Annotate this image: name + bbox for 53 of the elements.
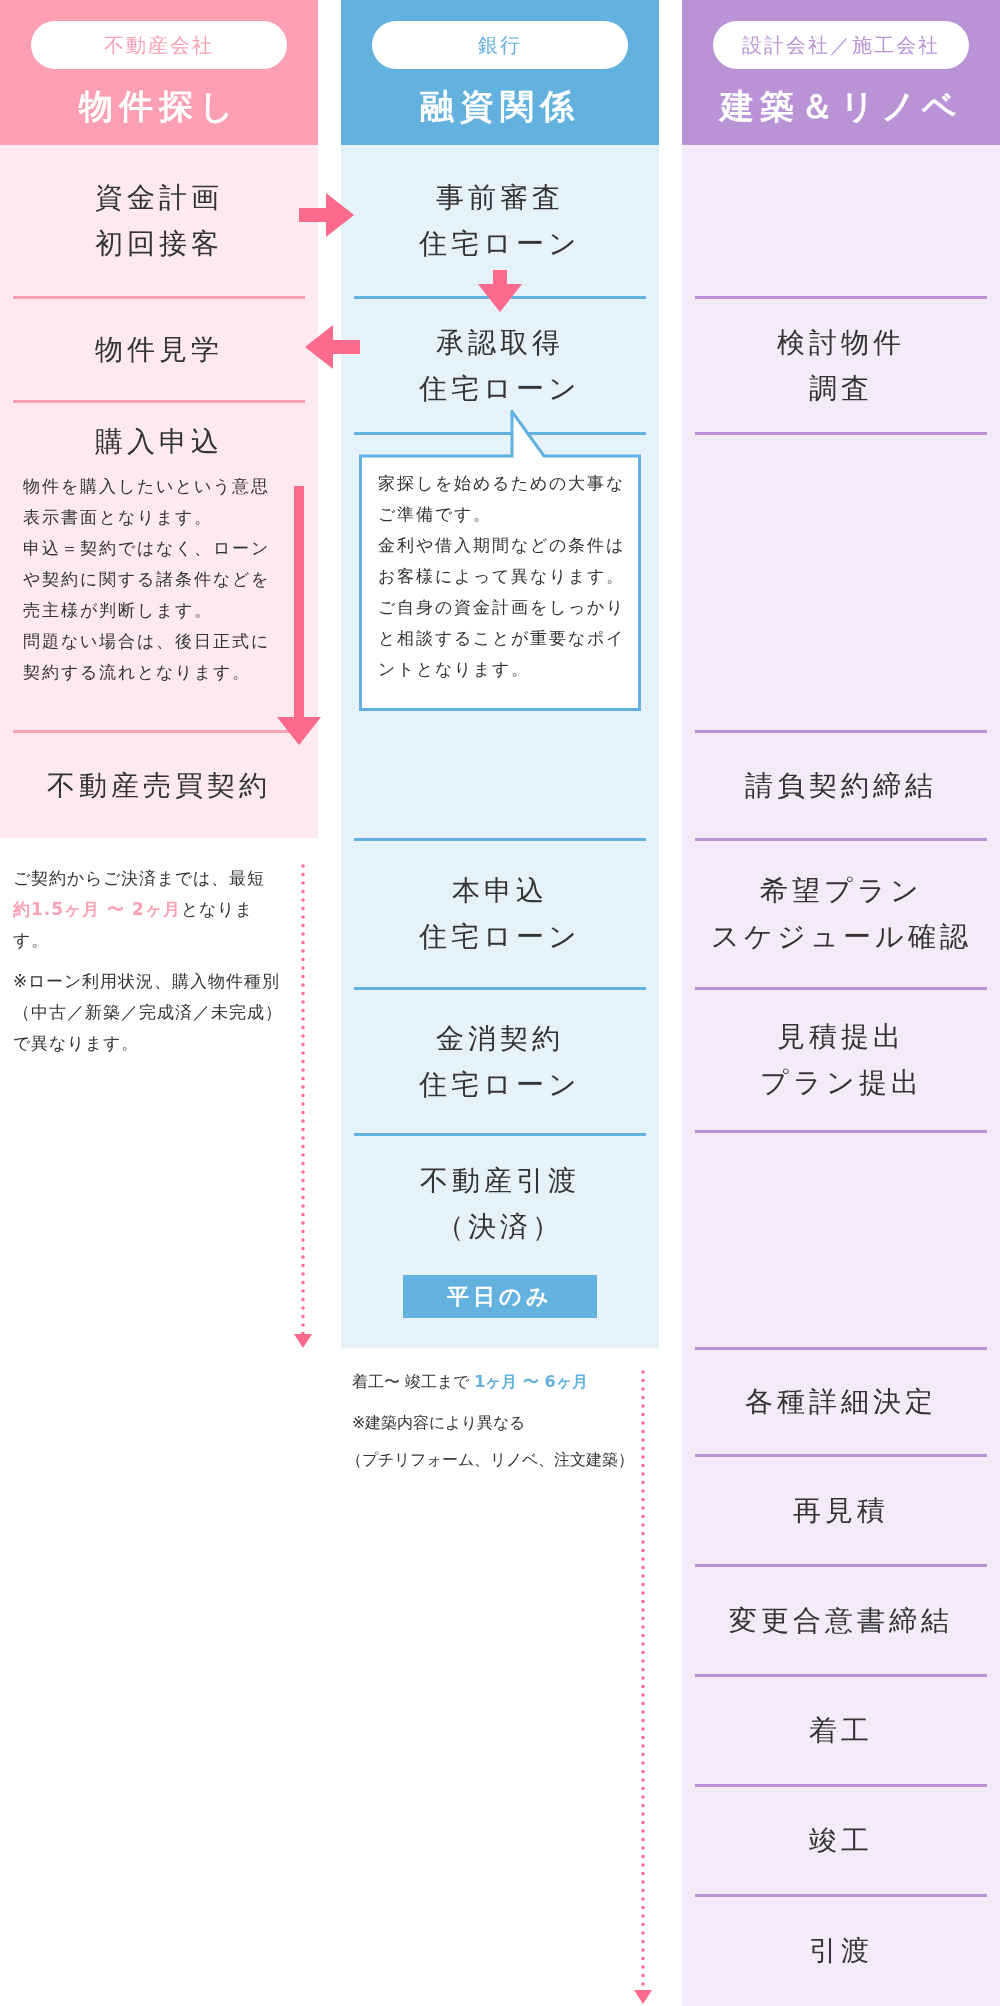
note-text: ※建築内容により異なる xyxy=(352,1412,527,1434)
step-title: 希望プラン xyxy=(759,873,923,909)
step-subtitle: 初回接客 xyxy=(95,225,223,262)
header-title: 建築＆リノベ xyxy=(719,85,963,128)
step-subtitle: スケジュール確認 xyxy=(710,919,972,955)
step-title: 見積提出 xyxy=(777,1019,905,1055)
step-description: 申込＝契約ではなく、ローンや契約に関する諸条件などを売主様が判断します。 xyxy=(23,537,271,622)
arrow xyxy=(478,270,522,312)
arrow xyxy=(299,193,354,237)
note-text: （プチリフォーム、リノベ、注文建築） xyxy=(346,1449,635,1471)
step-title: 資金計画 xyxy=(95,179,223,216)
column-header xyxy=(341,0,659,145)
step-title: 不動産引渡 xyxy=(420,1163,580,1199)
arrow xyxy=(305,325,360,369)
callout-text: 家探しを始めるための大事なご準備です。 xyxy=(378,472,626,526)
category-pill: 不動産会社 xyxy=(31,21,287,69)
category-pill: 銀行 xyxy=(372,21,628,69)
step-title: 物件見学 xyxy=(95,331,223,368)
step-title: 本申込 xyxy=(452,873,548,909)
step-description: 物件を購入したいという意思表示書面となります。 xyxy=(23,475,271,529)
step-title: 引渡 xyxy=(809,1932,873,1969)
step-subtitle: プラン提出 xyxy=(759,1065,923,1101)
step-title: 変更合意書締結 xyxy=(729,1602,953,1639)
step-description: 問題ない場合は、後日正式に契約する流れとなります。 xyxy=(23,630,271,684)
step-title: 事前審査 xyxy=(436,179,564,216)
step-subtitle: 調査 xyxy=(809,370,873,407)
header-title: 融資関係 xyxy=(420,85,580,128)
callout-text: ご自身の資金計画をしっかりと相談することが重要なポイントとなります。 xyxy=(378,596,626,681)
step-subtitle: 住宅ローン xyxy=(419,370,581,407)
step-title: 金消契約 xyxy=(436,1020,564,1057)
step-subtitle: （決済） xyxy=(436,1209,564,1245)
step-title: 不動産売買契約 xyxy=(47,767,271,804)
step-title: 検討物件 xyxy=(777,324,905,361)
step-title: 竣工 xyxy=(809,1822,873,1859)
callout-text: 金利や借入期間などの条件はお客様によって異なります。 xyxy=(378,534,626,588)
column-header xyxy=(0,0,318,145)
category-pill: 設計会社／施工会社 xyxy=(713,21,969,69)
step-subtitle: 住宅ローン xyxy=(419,1066,581,1103)
header-title: 物件探し xyxy=(78,85,240,128)
step-subtitle: 住宅ローン xyxy=(419,919,581,955)
step-title: 各種詳細決定 xyxy=(745,1384,937,1420)
step-title: 請負契約締結 xyxy=(745,767,937,804)
step-title: 着工 xyxy=(809,1712,873,1749)
step-title: 再見積 xyxy=(793,1492,889,1529)
note-text: ※ローン利用状況、購入物件種別（中古／新築／完成済／未完成）で異なります。 xyxy=(13,970,284,1055)
step-title: 購入申込 xyxy=(95,424,223,460)
arrow xyxy=(277,486,321,745)
note-text: 着工〜 竣工まで 1ヶ月 〜 6ヶ月 xyxy=(352,1371,589,1393)
weekday-badge: 平日のみ xyxy=(403,1275,597,1318)
step-subtitle: 住宅ローン xyxy=(419,225,581,262)
step-title: 承認取得 xyxy=(436,324,564,361)
note-text: ご契約からご決済までは、最短約1.5ヶ月 〜 2ヶ月となります。 xyxy=(13,867,266,952)
column-header xyxy=(682,0,1000,145)
